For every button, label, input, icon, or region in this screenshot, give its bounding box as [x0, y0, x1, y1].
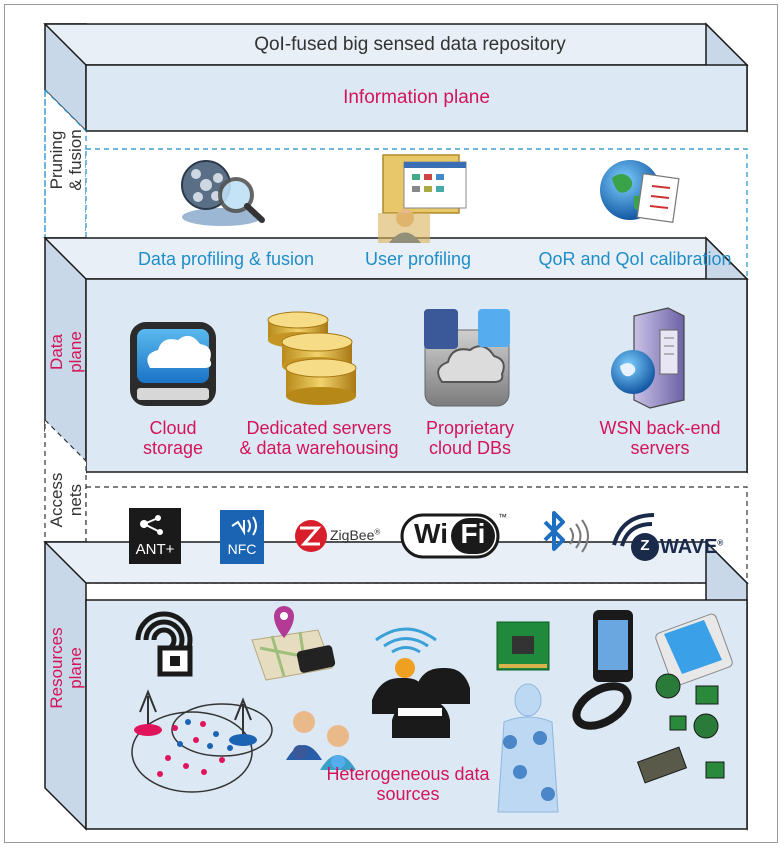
nfc-logo	[220, 510, 264, 564]
side-label-resources-plane: Resources plane	[46, 627, 85, 709]
wifi-label-fi: Fi	[460, 518, 486, 549]
zwave-z: Z	[640, 537, 650, 554]
ant-plus-label: ANT+	[135, 541, 175, 558]
user-profile-folder-icon	[378, 154, 467, 243]
social-users-icon	[286, 711, 356, 770]
smartphone-icon	[593, 610, 633, 682]
information-plane-title: Information plane	[343, 87, 490, 108]
wifi-label-wi: Wi	[414, 518, 448, 549]
info-item-user-profiling: User profiling	[364, 249, 472, 269]
connected-cars-icon	[372, 627, 470, 738]
zigbee-logo	[295, 520, 327, 552]
cloud-storage-icon	[130, 322, 216, 406]
zwave-logo	[612, 513, 659, 561]
bluetooth-logo	[543, 511, 589, 553]
side-label-access-nets: Access nets	[46, 472, 85, 528]
social-cloud-db-icon	[424, 309, 510, 407]
side-label-pruning-fusion: Pruning & fusion	[46, 129, 85, 191]
zigbee-registered-mark: ®	[374, 527, 381, 537]
wifi-logo	[400, 513, 500, 559]
tablet-icon	[655, 613, 733, 687]
ant-plus-logo	[129, 508, 181, 564]
side-label-data-plane: Data plane	[46, 331, 85, 373]
zwave-registered-mark: ®	[717, 538, 724, 548]
zigbee-label: ZigBee®	[330, 527, 381, 543]
repository-title: QoI-fused big sensed data repository	[254, 34, 566, 55]
zwave-label: WAVE®	[660, 536, 724, 558]
server-globe-icon	[611, 307, 685, 409]
wristband-icon	[572, 682, 632, 730]
film-reel-magnifier-icon	[181, 160, 265, 226]
rfid-tag-icon	[135, 611, 193, 677]
body-area-network-icon	[497, 683, 559, 813]
info-item-data-profiling: Data profiling & fusion	[137, 249, 315, 269]
info-item-qor-qoi-calibration: QoR and QoI calibration	[538, 249, 732, 269]
circuit-board-icon	[496, 621, 550, 671]
sensor-motes-icon	[636, 673, 725, 784]
data-item-dedicated-servers: Dedicated servers& data warehousing	[239, 418, 399, 459]
database-stack-icon	[267, 311, 357, 405]
globe-checklist-icon	[600, 160, 680, 223]
sensor-network-icon	[131, 689, 273, 793]
repository-block	[43, 22, 749, 133]
map-phone-icon	[251, 606, 336, 681]
wifi-trademark: ™	[498, 512, 507, 522]
nfc-label: NFC	[227, 541, 257, 557]
figure-frame	[4, 4, 778, 843]
